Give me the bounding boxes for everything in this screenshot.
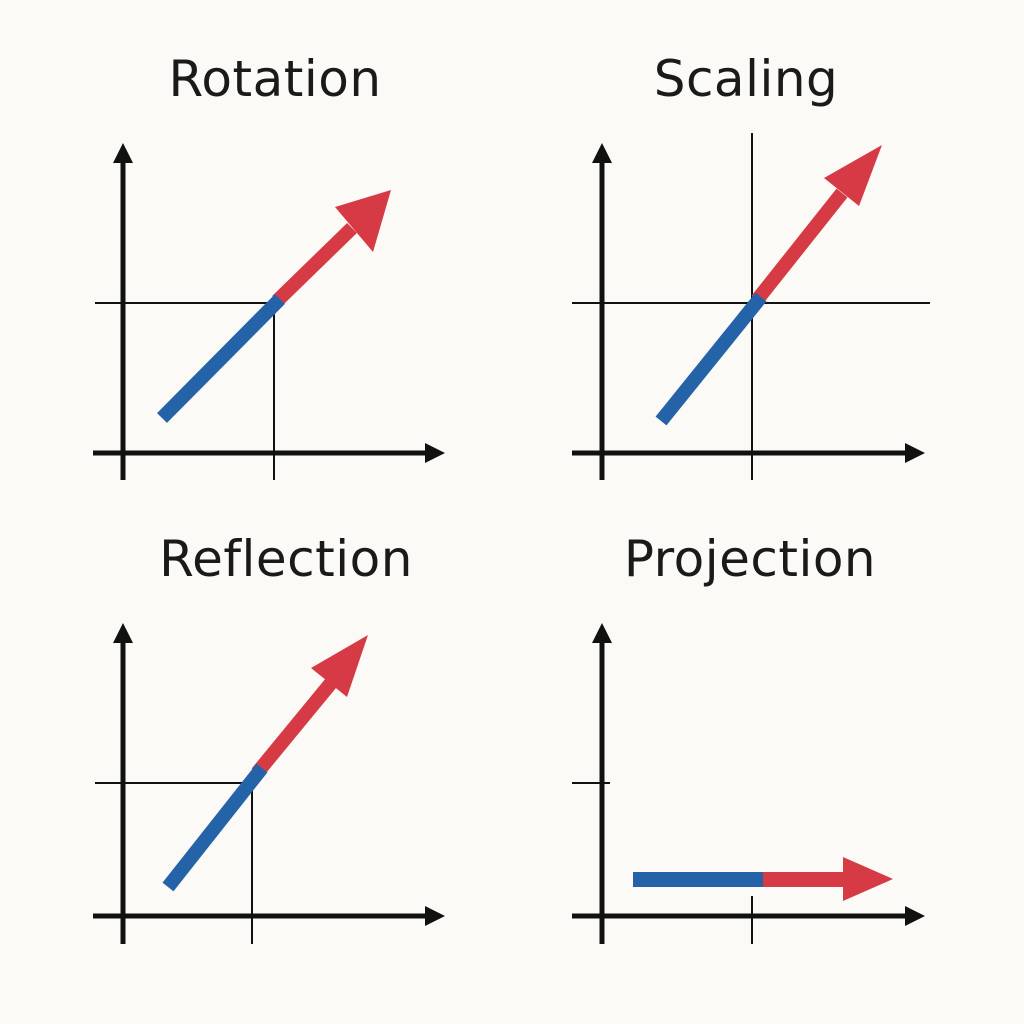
y-axis-arrowhead-icon: [113, 143, 133, 163]
x-axis-arrowhead-icon: [905, 443, 925, 463]
y-axis-arrowhead-icon: [592, 143, 612, 163]
transformed-vector-shaft: [751, 188, 848, 305]
transformed-vector-arrowhead-icon: [824, 145, 882, 206]
transformed-vector-arrowhead-icon: [843, 857, 893, 901]
transformed-vector-arrowhead-icon: [311, 635, 368, 697]
original-vector: [633, 872, 763, 887]
panel-title-reflection: Reflection: [159, 530, 413, 588]
y-axis-arrowhead-icon: [113, 623, 133, 643]
original-vector: [162, 763, 268, 892]
transformed-vector-shaft: [761, 872, 846, 887]
panel-projection: [572, 623, 925, 944]
panel-rotation: [93, 143, 445, 480]
x-axis-arrowhead-icon: [905, 906, 925, 926]
y-axis-arrowhead-icon: [592, 623, 612, 643]
transformed-vector-arrowhead-icon: [335, 190, 391, 252]
panel-title-projection: Projection: [623, 530, 877, 588]
original-vector: [655, 292, 767, 426]
transformed-vector-shaft: [272, 222, 357, 307]
panel-title-rotation: Rotation: [168, 50, 382, 108]
panel-scaling: [572, 133, 930, 480]
x-axis-arrowhead-icon: [425, 906, 445, 926]
transformed-vector-shaft: [251, 678, 337, 778]
panel-title-scaling: Scaling: [653, 50, 839, 108]
original-vector: [157, 294, 285, 423]
x-axis-arrowhead-icon: [425, 443, 445, 463]
panel-reflection: [93, 623, 445, 944]
